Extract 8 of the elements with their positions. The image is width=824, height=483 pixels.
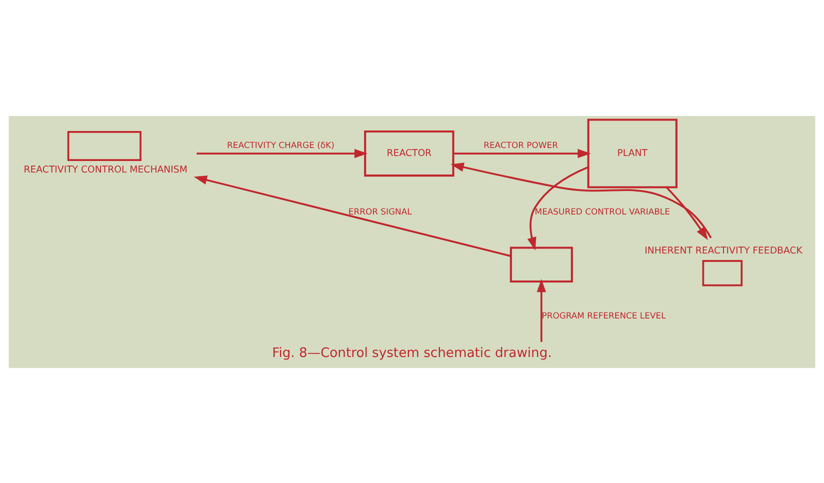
edge-label: MEASURED CONTROL VARIABLE xyxy=(534,206,670,216)
node-label: REACTIVITY CONTROL MECHANISM xyxy=(24,164,188,175)
edge-label: ERROR SIGNAL xyxy=(348,206,412,216)
caption: Fig. 8—Control system schematic drawing. xyxy=(272,345,552,360)
edge-label: REACTIVITY CHARGE (δK) xyxy=(227,140,334,150)
edge-label: REACTOR POWER xyxy=(484,140,558,150)
edge-label: PROGRAM REFERENCE LEVEL xyxy=(542,310,666,320)
node-label: INHERENT REACTIVITY FEEDBACK xyxy=(644,244,802,256)
